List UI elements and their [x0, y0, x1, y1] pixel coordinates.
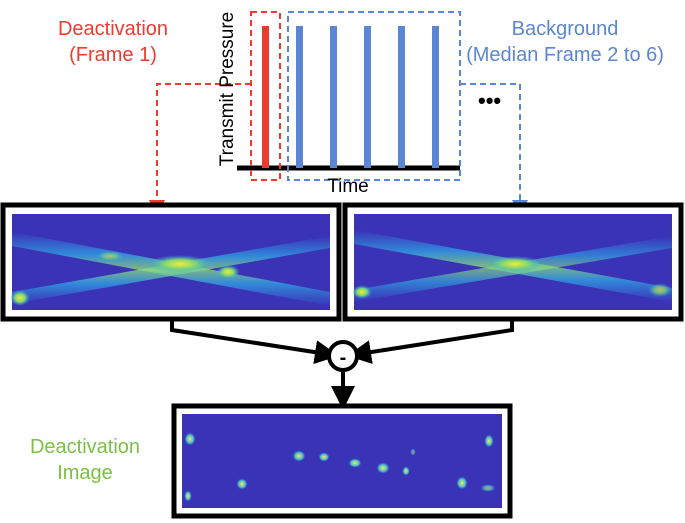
ellipsis-text: ••• [478, 88, 501, 113]
pulse-frame-3 [330, 26, 337, 168]
deactivation-connector-arrow [149, 83, 251, 216]
deactivation-result-image [171, 403, 513, 519]
operator-symbol: - [340, 347, 347, 369]
deactivation-image-label: Deactivation Image [29, 436, 141, 484]
background-frame-label: Background (Median Frame 2 to 6) [466, 18, 664, 66]
background-selection-box [287, 11, 461, 181]
subtraction-operator: - [327, 340, 359, 372]
pulse-frame-2 [296, 26, 303, 168]
deactivation-frame-image [0, 202, 342, 322]
deactivation-frame-label: Deactivation (Frame 1) [57, 18, 169, 66]
background-to-operator-arrow [347, 320, 514, 364]
background-frame-image [342, 202, 684, 322]
pulse-frame-4 [364, 26, 371, 168]
pulse-frame-1 [262, 26, 269, 168]
deactivation-to-operator-arrow [170, 320, 339, 365]
pulse-frame-6 [432, 26, 439, 168]
deactivation-selection-box [250, 11, 281, 181]
transmit-pressure-axis-label: Transmit Pressure [217, 11, 238, 167]
pulse-frame-5 [398, 26, 405, 168]
background-connector-arrow [460, 83, 528, 216]
time-axis-label: Time [327, 176, 369, 197]
pulse-sequence-chart [237, 11, 461, 181]
